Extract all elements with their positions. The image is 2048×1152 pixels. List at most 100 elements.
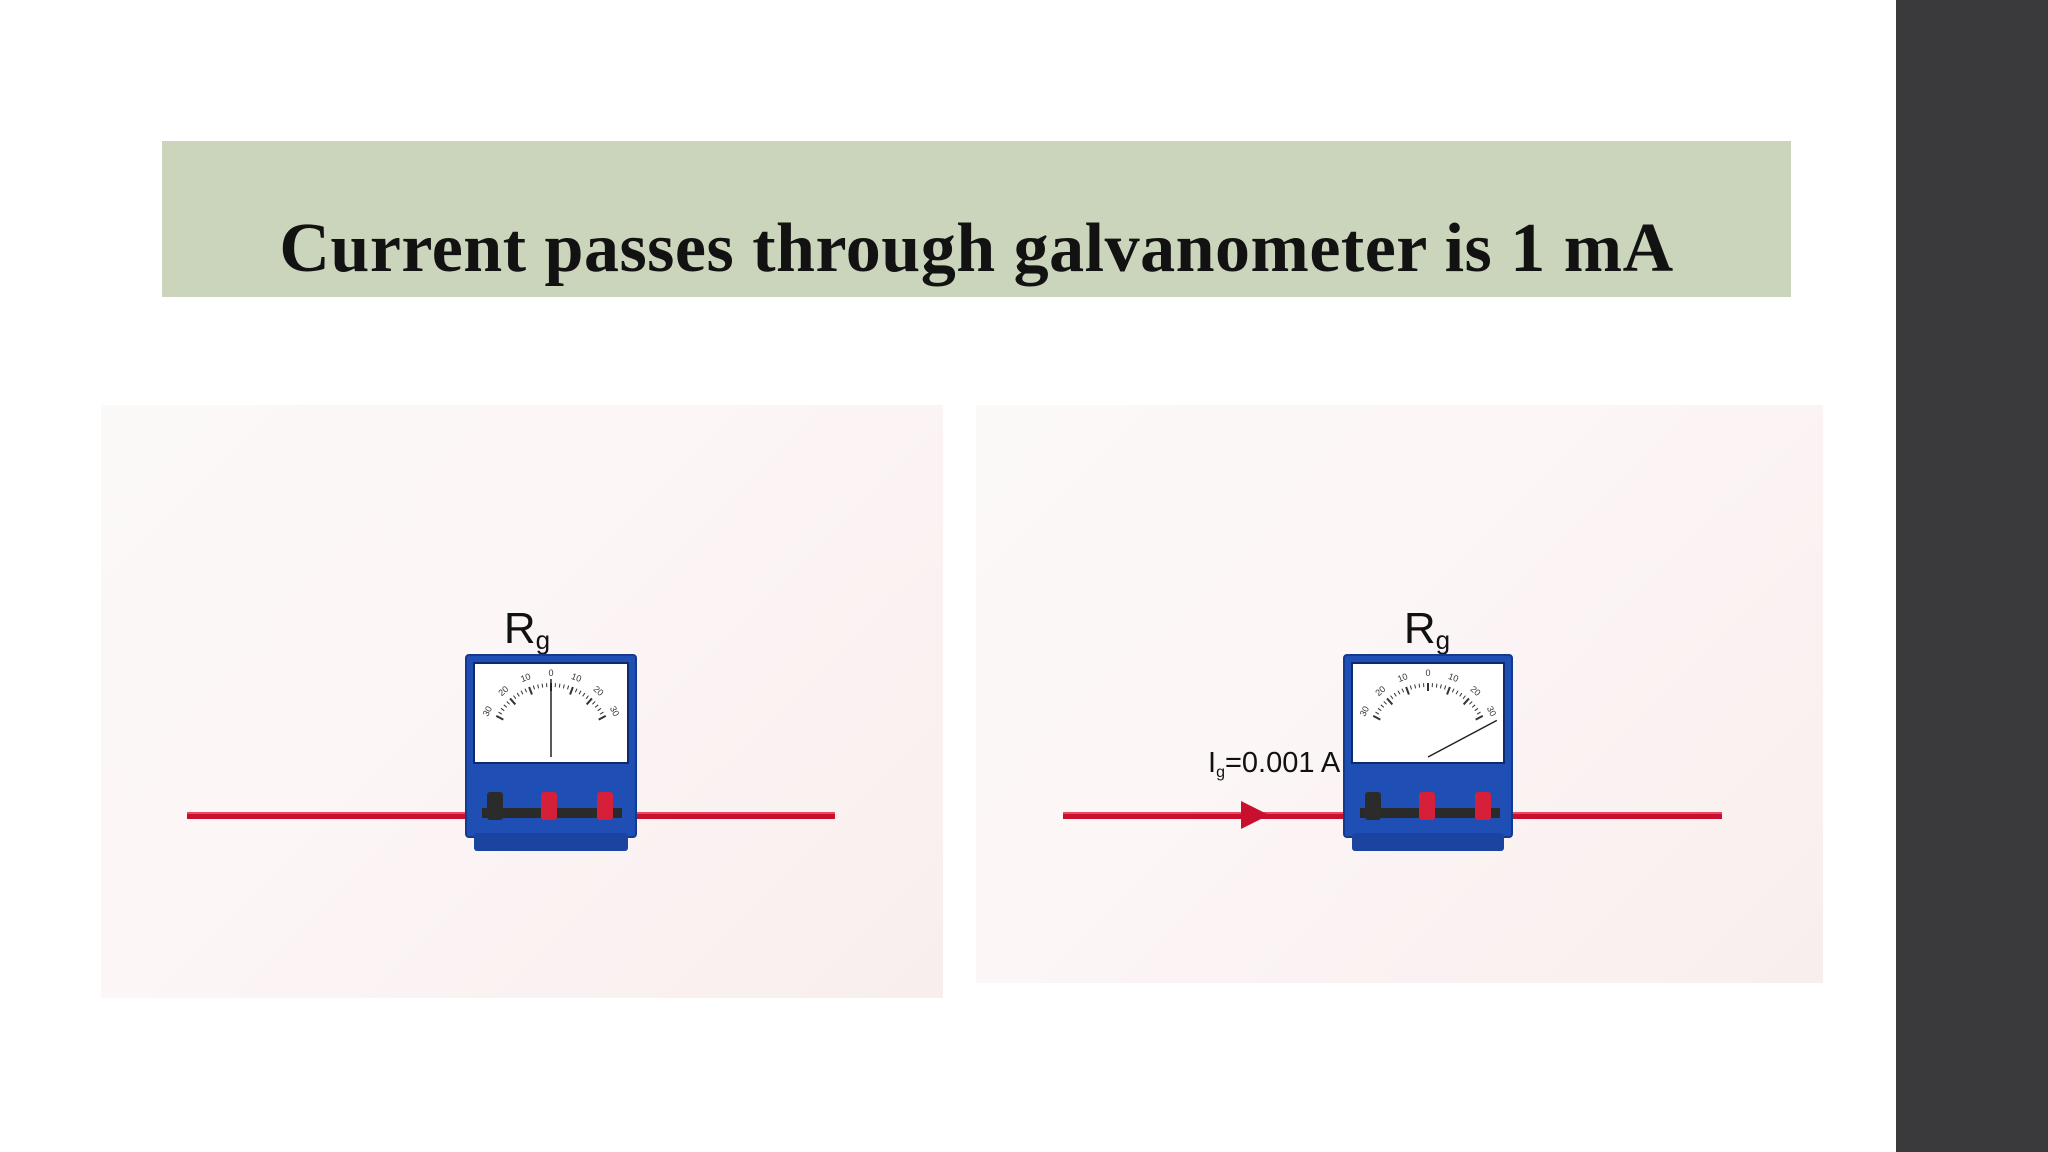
meter-base: [1352, 833, 1504, 851]
scale-tick: [1459, 692, 1463, 697]
scale-tick: [1377, 707, 1382, 712]
scale-tick: [562, 684, 565, 689]
scale-tick: [597, 707, 602, 712]
scale-tick: [578, 690, 582, 695]
scale-tick: [495, 715, 504, 721]
scale-tick: [1475, 715, 1484, 721]
scale-tick: [585, 695, 589, 700]
dark-side-bar: [1896, 0, 2048, 1152]
terminal-negative: [1365, 792, 1381, 820]
scale-tick: [1390, 695, 1394, 700]
scale-tick-label: 0: [548, 668, 553, 678]
scale-tick: [585, 697, 593, 706]
scale-tick: [599, 711, 604, 715]
scale-tick-label: 20: [496, 684, 510, 698]
scale-tick: [1375, 711, 1380, 715]
scale-tick: [1451, 688, 1455, 693]
scale-tick: [520, 690, 524, 695]
scale-tick: [1393, 692, 1397, 697]
wire-left: [187, 812, 497, 819]
terminal-negative: [487, 792, 503, 820]
scale-tick: [1405, 686, 1410, 695]
scale-tick: [1414, 684, 1417, 689]
wire-right: [609, 812, 835, 819]
scale-tick: [1446, 686, 1451, 695]
scale-tick: [528, 686, 533, 695]
scale-tick: [1401, 688, 1405, 693]
scale-tick-label: 30: [608, 704, 622, 718]
terminal-middle: [541, 792, 557, 820]
scale-tick: [498, 711, 503, 715]
scale-tick: [1386, 697, 1394, 706]
current-label: Ig=0.001 A: [1208, 747, 1341, 781]
scale-tick-label: 30: [1358, 704, 1372, 718]
scale-tick: [574, 688, 578, 693]
scale-tick: [1444, 685, 1447, 690]
scale-tick: [558, 683, 561, 688]
scale-tick: [1476, 711, 1481, 715]
scale-tick-label: 10: [519, 671, 532, 684]
scale-tick: [541, 683, 544, 688]
scale-tick-label: 10: [1396, 671, 1409, 684]
scale-tick-label: 10: [1447, 671, 1460, 684]
wire-right-highlight: [609, 812, 835, 814]
scale-tick: [591, 701, 596, 705]
scale-tick: [1455, 690, 1459, 695]
scale-tick: [1372, 715, 1381, 721]
terminal-positive: [1475, 792, 1491, 820]
scale-tick: [1468, 701, 1473, 705]
scale-tick: [1409, 685, 1412, 690]
terminal-middle: [1419, 792, 1435, 820]
scale-tick: [1435, 683, 1438, 688]
scale-tick-label: 30: [1485, 704, 1499, 718]
scale-tick-label: 20: [1373, 684, 1387, 698]
scale-tick: [567, 685, 570, 690]
terminal-positive: [597, 792, 613, 820]
scale-tick: [1397, 690, 1401, 695]
scale-tick: [582, 692, 586, 697]
current-arrow-icon: [1241, 801, 1269, 829]
scale-tick: [516, 692, 520, 697]
scale-tick-label: 20: [1468, 684, 1482, 698]
scale-tick: [1418, 683, 1421, 688]
wire-left-highlight: [1063, 812, 1355, 814]
scale-tick: [1383, 701, 1388, 705]
scale-tick: [569, 686, 574, 695]
scale-tick: [500, 707, 505, 712]
scale-tick: [537, 684, 540, 689]
scale-tick: [506, 701, 511, 705]
scale-tick: [1474, 707, 1479, 712]
slide-title: Current passes through galvanometer is 1…: [279, 210, 1674, 287]
meter-label-rg: Rg: [504, 604, 550, 655]
scale-tick-label: 20: [591, 684, 605, 698]
scale-tick: [1462, 695, 1466, 700]
wire-left: [1063, 812, 1355, 819]
meter-base: [474, 833, 628, 851]
scale-tick-label: 10: [570, 671, 583, 684]
scale-tick: [598, 715, 607, 721]
meter-label-rg: Rg: [1404, 604, 1450, 655]
scale-tick: [1439, 684, 1442, 689]
meter-face: [1351, 662, 1505, 764]
scale-tick: [1462, 697, 1470, 706]
scale-tick: [1471, 704, 1476, 708]
scale-tick: [513, 695, 517, 700]
scale-tick: [509, 697, 517, 706]
scale-tick-label: 30: [481, 704, 495, 718]
scale-tick: [532, 685, 535, 690]
meter-needle: [1427, 719, 1498, 758]
wire-right: [1482, 812, 1722, 819]
title-banner: Current passes through galvanometer is 1…: [162, 141, 1791, 297]
wire-left-highlight: [187, 812, 497, 814]
scale-tick: [594, 704, 599, 708]
scale-tick-label: 0: [1425, 668, 1430, 678]
scale-tick: [503, 704, 508, 708]
wire-right-highlight: [1482, 812, 1722, 814]
